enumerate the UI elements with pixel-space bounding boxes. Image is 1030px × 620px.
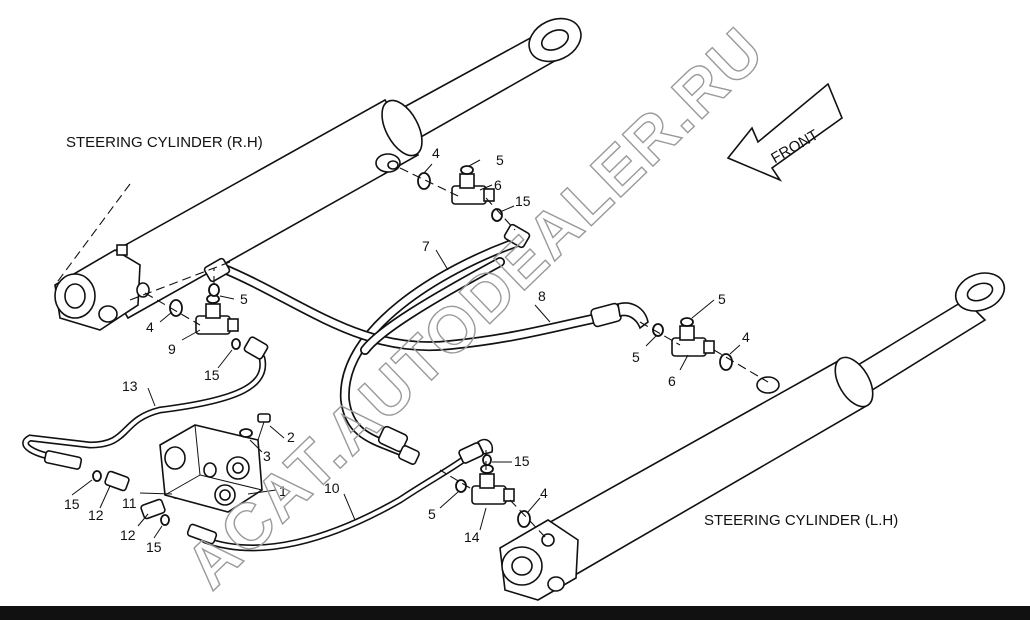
callout-6: 6	[494, 177, 502, 193]
steering-cylinder-rh	[54, 17, 582, 331]
title-steering-cylinder-rh: STEERING CYLINDER (R.H)	[66, 134, 263, 151]
bottom-border-bar	[0, 606, 1030, 620]
callout-9: 9	[168, 341, 176, 357]
callout-4: 4	[540, 485, 548, 501]
callouts: 4 5 6 15 7 8 5 4 9 15 13 5 5 6 4 2 3 1 1…	[64, 145, 750, 555]
callout-5: 5	[428, 506, 436, 522]
callout-8: 8	[538, 288, 546, 304]
callout-10: 10	[324, 480, 340, 496]
callout-12: 12	[88, 507, 104, 523]
callout-3: 3	[263, 448, 271, 464]
hoses	[22, 238, 617, 552]
callout-4: 4	[432, 145, 440, 161]
callout-12: 12	[120, 527, 136, 543]
callout-1: 1	[279, 483, 287, 499]
callout-5: 5	[718, 291, 726, 307]
steering-cylinder-lh	[499, 272, 1006, 601]
steering-valve-block	[43, 413, 271, 545]
callout-leaders	[71, 159, 741, 539]
callout-2: 2	[287, 429, 295, 445]
fittings	[92, 165, 733, 528]
callout-15: 15	[64, 496, 80, 512]
callout-15: 15	[146, 539, 162, 555]
callout-5: 5	[240, 291, 248, 307]
callout-6: 6	[668, 373, 676, 389]
assembly-lines	[54, 167, 769, 541]
callout-14: 14	[464, 529, 480, 545]
callout-11: 11	[122, 495, 137, 511]
callout-13: 13	[122, 378, 138, 394]
callout-7: 7	[422, 238, 430, 254]
front-arrow: FRONT	[726, 82, 843, 182]
callout-5: 5	[496, 152, 504, 168]
callout-4: 4	[146, 319, 154, 335]
callout-15: 15	[204, 367, 220, 383]
callout-4: 4	[742, 329, 750, 345]
callout-5: 5	[632, 349, 640, 365]
callout-15: 15	[514, 453, 530, 469]
title-steering-cylinder-lh: STEERING CYLINDER (L.H)	[704, 512, 898, 529]
callout-15: 15	[515, 193, 531, 209]
